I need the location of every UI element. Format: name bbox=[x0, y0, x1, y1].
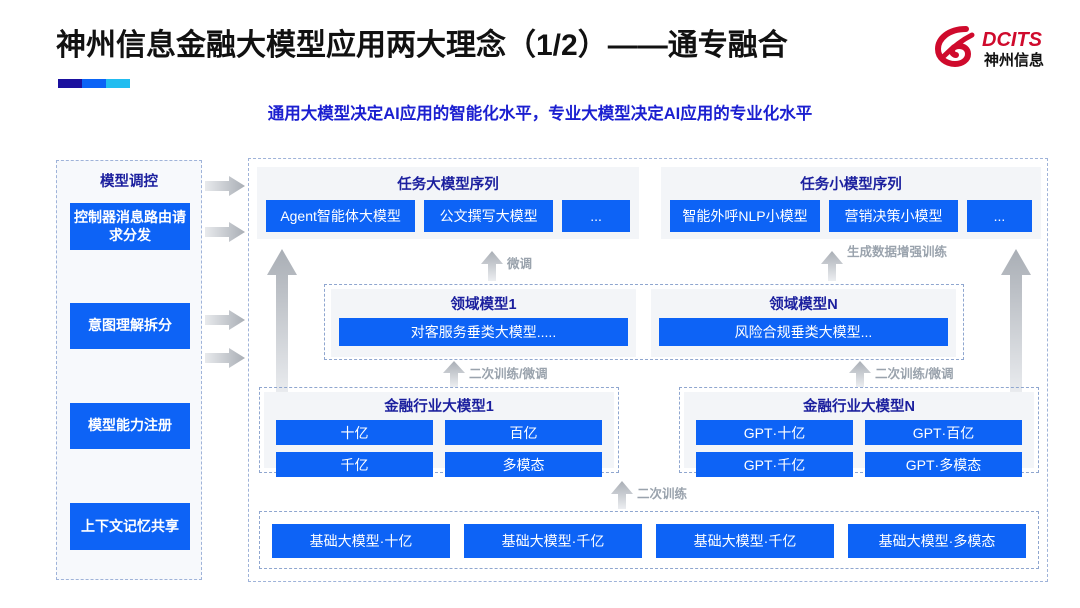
connector-arrow-right-1 bbox=[205, 176, 245, 196]
chip-finN-gpt-hundred-billion[interactable]: GPT·千亿 bbox=[696, 452, 853, 477]
finance-model-1-title: 金融行业大模型1 bbox=[384, 399, 494, 415]
domain-model-1-title: 领域模型1 bbox=[450, 297, 517, 313]
connector-arrow-right-2 bbox=[205, 222, 245, 242]
chip-agent-model[interactable]: Agent智能体大模型 bbox=[266, 200, 416, 232]
page-subtitle: 通用大模型决定AI应用的智能化水平，专业大模型决定AI应用的专业化水平 bbox=[267, 105, 813, 123]
sidebar-item-capability-registry[interactable]: 模型能力注册 bbox=[70, 403, 190, 449]
chip-marketing-decision-model[interactable]: 营销决策小模型 bbox=[829, 200, 958, 232]
accent-bar bbox=[58, 79, 130, 88]
chip-task-small-more[interactable]: ... bbox=[966, 200, 1032, 232]
connector-arrow-right-3 bbox=[205, 310, 245, 330]
domain-model-group: 领域模型1 对客服务垂类大模型..... 领域模型N 风险合规垂类大模型... bbox=[324, 284, 964, 360]
domain-model-n-title: 领域模型N bbox=[769, 297, 838, 313]
chip-outbound-nlp-model[interactable]: 智能外呼NLP小模型 bbox=[670, 200, 821, 232]
task-small-chip-row: 智能外呼NLP小模型 营销决策小模型 ... bbox=[661, 194, 1041, 241]
logo-brand-cn: 神州信息 bbox=[984, 51, 1044, 69]
task-big-chip-row: Agent智能体大模型 公文撰写大模型 ... bbox=[257, 194, 639, 241]
label-retrain-finetune-right: 二次训练/微调 bbox=[875, 367, 954, 381]
arrow-up-finetune bbox=[481, 251, 503, 281]
label-retrain: 二次训练 bbox=[637, 487, 688, 501]
arrow-up-retrain bbox=[611, 481, 633, 509]
logo-brand-en: DCITS bbox=[982, 29, 1043, 51]
accent-segment-3 bbox=[106, 79, 130, 88]
domain-model-n-panel: 领域模型N 风险合规垂类大模型... bbox=[651, 289, 956, 357]
chip-document-writing-model[interactable]: 公文撰写大模型 bbox=[424, 200, 554, 232]
chip-base-hundred-billion-2[interactable]: 基础大模型·千亿 bbox=[656, 524, 834, 558]
finance-model-1-group: 金融行业大模型1 十亿 百亿 千亿 多模态 bbox=[259, 387, 619, 477]
arrow-up-data-aug bbox=[821, 251, 843, 281]
long-arrow-up-left bbox=[267, 249, 297, 399]
finance-model-1-grid: 十亿 百亿 千亿 多模态 bbox=[264, 416, 614, 477]
dcits-logo: DCITS 神州信息 bbox=[934, 22, 1066, 72]
chip-fin1-billion[interactable]: 十亿 bbox=[276, 420, 433, 445]
label-retrain-finetune-left: 二次训练/微调 bbox=[469, 367, 548, 381]
task-small-model-panel: 任务小模型序列 智能外呼NLP小模型 营销决策小模型 ... bbox=[661, 167, 1041, 239]
accent-segment-1 bbox=[58, 79, 83, 88]
sidebar-item-context-memory[interactable]: 上下文记忆共享 bbox=[70, 503, 190, 550]
arrow-up-retrain-finetune-left bbox=[443, 361, 465, 387]
task-small-model-title: 任务小模型序列 bbox=[800, 177, 902, 193]
finance-model-n-title: 金融行业大模型N bbox=[803, 399, 915, 415]
task-big-model-panel: 任务大模型序列 Agent智能体大模型 公文撰写大模型 ... bbox=[257, 167, 639, 239]
chip-finN-gpt-billion[interactable]: GPT·十亿 bbox=[696, 420, 853, 445]
finance-model-n-panel: 金融行业大模型N GPT·十亿 GPT·百亿 GPT·千亿 GPT·多模态 bbox=[684, 392, 1034, 477]
long-arrow-up-right bbox=[1001, 249, 1031, 399]
label-finetune: 微调 bbox=[507, 257, 533, 271]
sidebar-item-intent-parsing[interactable]: 意图理解拆分 bbox=[70, 303, 190, 349]
chip-finN-gpt-multimodal[interactable]: GPT·多模态 bbox=[865, 452, 1022, 477]
chip-fin1-multimodal[interactable]: 多模态 bbox=[445, 452, 602, 477]
domain-model-1-panel: 领域模型1 对客服务垂类大模型..... bbox=[331, 289, 636, 357]
logo-icon: DCITS 神州信息 bbox=[934, 26, 1044, 69]
chip-task-big-more[interactable]: ... bbox=[562, 200, 631, 232]
connector-arrow-right-4 bbox=[205, 348, 245, 368]
finance-model-n-group: 金融行业大模型N GPT·十亿 GPT·百亿 GPT·千亿 GPT·多模态 bbox=[679, 387, 1039, 477]
task-big-model-title: 任务大模型序列 bbox=[397, 177, 499, 193]
chip-finN-gpt-ten-billion[interactable]: GPT·百亿 bbox=[865, 420, 1022, 445]
sidebar-item-controller-routing[interactable]: 控制器消息路由请求分发 bbox=[70, 203, 190, 250]
chip-base-hundred-billion-1[interactable]: 基础大模型·千亿 bbox=[464, 524, 642, 558]
chip-base-multimodal[interactable]: 基础大模型·多模态 bbox=[848, 524, 1026, 558]
page-title: 神州信息金融大模型应用两大理念（1/2）——通专融合 bbox=[56, 29, 788, 62]
architecture-container: 任务大模型序列 Agent智能体大模型 公文撰写大模型 ... 任务小模型序列 … bbox=[248, 158, 1048, 582]
chip-customer-service-vertical-model[interactable]: 对客服务垂类大模型..... bbox=[339, 318, 628, 346]
chip-fin1-ten-billion[interactable]: 百亿 bbox=[445, 420, 602, 445]
sidebar-model-control: 模型调控 控制器消息路由请求分发 意图理解拆分 模型能力注册 上下文记忆共享 bbox=[56, 160, 202, 580]
finance-model-n-grid: GPT·十亿 GPT·百亿 GPT·千亿 GPT·多模态 bbox=[684, 416, 1034, 477]
chip-fin1-hundred-billion[interactable]: 千亿 bbox=[276, 452, 433, 477]
label-data-augmentation: 生成数据增强训练 bbox=[847, 245, 948, 259]
base-model-group: 基础大模型·十亿 基础大模型·千亿 基础大模型·千亿 基础大模型·多模态 bbox=[259, 511, 1039, 569]
finance-model-1-panel: 金融行业大模型1 十亿 百亿 千亿 多模态 bbox=[264, 392, 614, 477]
arrow-up-retrain-finetune-right bbox=[849, 361, 871, 387]
chip-base-billion[interactable]: 基础大模型·十亿 bbox=[272, 524, 450, 558]
base-model-row: 基础大模型·十亿 基础大模型·千亿 基础大模型·千亿 基础大模型·多模态 bbox=[260, 512, 1038, 570]
chip-risk-compliance-vertical-model[interactable]: 风险合规垂类大模型... bbox=[659, 318, 948, 346]
sidebar-title: 模型调控 bbox=[100, 174, 158, 190]
accent-segment-2 bbox=[82, 79, 107, 88]
